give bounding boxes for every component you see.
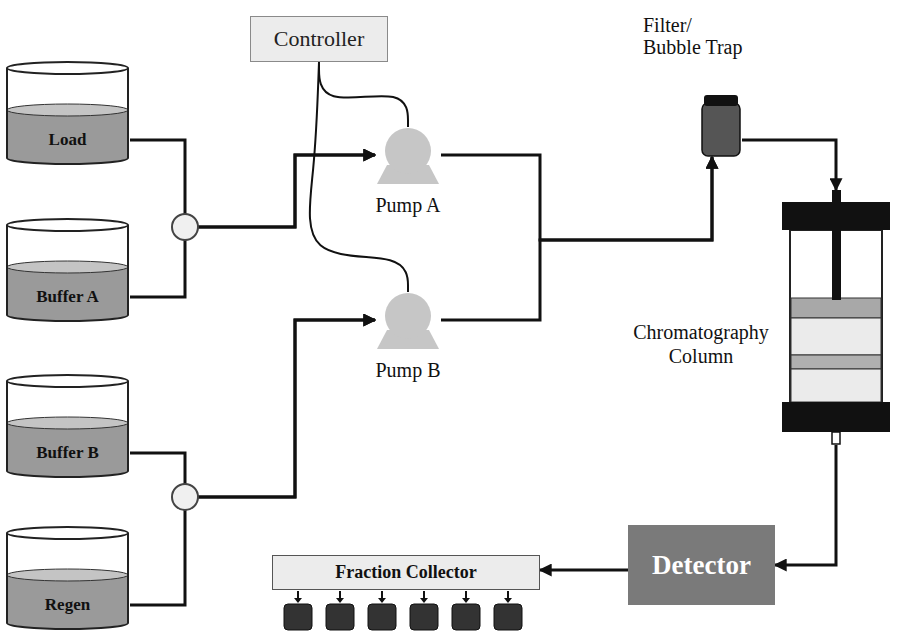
node-label: Pump B <box>358 358 458 382</box>
controller-box: Controller <box>250 16 388 62</box>
vessel-body <box>7 225 128 321</box>
vessel-body <box>7 68 128 164</box>
fraction-collector-box: Fraction Collector <box>272 555 540 590</box>
liquid-surface <box>7 261 128 273</box>
drip-arrow <box>378 598 386 603</box>
drip-arrow <box>336 598 344 603</box>
valve-symbol <box>172 214 198 240</box>
filter-outline <box>700 95 742 157</box>
buffer-vessel: Load <box>5 60 130 165</box>
buffer-vessel: Buffer B <box>5 373 130 478</box>
pump-symbol: Pump A <box>375 127 441 185</box>
drip-arrow <box>420 598 428 603</box>
vessel-outline <box>5 217 130 322</box>
vessel-wall <box>7 68 128 164</box>
collection-tube <box>494 604 522 630</box>
drip-arrow <box>504 598 512 603</box>
vessel-rim <box>7 375 128 387</box>
buffer-vessel: Buffer A <box>5 217 130 322</box>
column-outlet <box>832 432 840 444</box>
valve-symbol <box>172 484 198 510</box>
drip-arrow <box>294 598 302 603</box>
filter-body <box>702 103 740 156</box>
pump-outline <box>375 127 441 185</box>
node-label: Buffer B <box>5 442 130 464</box>
vessel-outline <box>5 525 130 630</box>
column-outline <box>782 190 890 445</box>
vessel-wall <box>7 225 128 321</box>
collection-tubes <box>284 591 522 630</box>
vessel-outline <box>5 373 130 478</box>
node-label: Chromatography Column <box>626 320 776 368</box>
node-label: Fraction Collector <box>335 562 476 584</box>
flow-line <box>441 155 712 240</box>
chromatography-column: Chromatography Column <box>782 190 890 445</box>
column-bed <box>791 355 881 369</box>
flow-line <box>775 445 836 565</box>
vessel-body <box>7 381 128 477</box>
drip-line <box>465 591 467 598</box>
detector-box: Detector <box>628 525 775 605</box>
pump-outline <box>375 292 441 350</box>
vessel-body <box>7 533 128 629</box>
buffer-vessel: Regen <box>5 525 130 630</box>
flow-line <box>742 140 836 190</box>
collection-tube <box>368 604 396 630</box>
drip-line <box>339 591 341 598</box>
vessel-rim <box>7 219 128 231</box>
drip-line <box>297 591 299 598</box>
column-bed <box>791 318 881 355</box>
vessel-wall <box>7 381 128 477</box>
column-bed <box>791 369 881 402</box>
vessel-outline <box>5 60 130 165</box>
column-bed <box>791 298 881 318</box>
flow-line <box>130 155 375 297</box>
flow-line <box>130 320 375 497</box>
node-label: Load <box>5 129 130 151</box>
vessel-wall <box>7 533 128 629</box>
pump-symbol: Pump B <box>375 292 441 350</box>
node-label: Regen <box>5 594 130 616</box>
drip-line <box>381 591 383 598</box>
collection-tube <box>326 604 354 630</box>
node-label: Filter/ Bubble Trap <box>643 14 749 58</box>
flow-line <box>441 157 712 320</box>
pump-head <box>385 128 431 174</box>
top-plate <box>782 202 890 230</box>
node-label: Controller <box>274 26 364 52</box>
node-label: Detector <box>652 549 751 581</box>
filter-trap: Filter/ Bubble Trap <box>700 95 742 157</box>
pump-head <box>385 293 431 339</box>
drip-line <box>507 591 509 598</box>
vessel-rim <box>7 527 128 539</box>
node-label: Buffer A <box>5 286 130 308</box>
bottom-plate <box>782 402 890 432</box>
signal-wire <box>319 62 408 127</box>
node-label: Pump A <box>358 193 458 217</box>
vessel-rim <box>7 62 128 74</box>
flow-line <box>130 140 375 227</box>
filter-cap <box>704 95 738 106</box>
collection-tube <box>410 604 438 630</box>
liquid-surface <box>7 569 128 581</box>
drip-line <box>423 591 425 598</box>
flow-line <box>540 569 628 572</box>
drip-arrow <box>462 598 470 603</box>
liquid-surface <box>7 417 128 429</box>
collection-tube <box>284 604 312 630</box>
liquid-surface <box>7 104 128 116</box>
collection-tube <box>452 604 480 630</box>
